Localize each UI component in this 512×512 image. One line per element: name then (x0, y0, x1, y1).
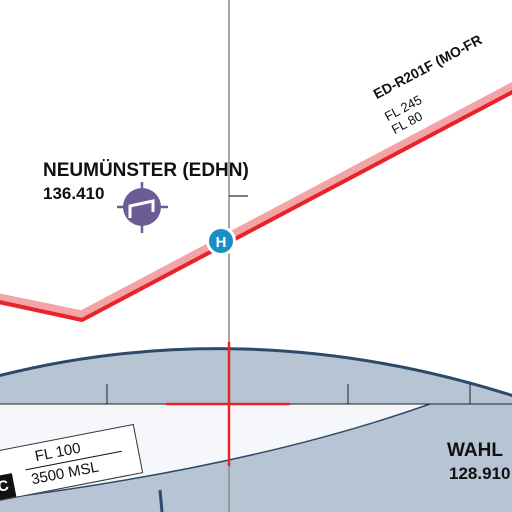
boundary-segment (158, 489, 164, 512)
airspace-class-badge: C (0, 473, 17, 501)
ctr-frequency: 128.910 (449, 464, 511, 483)
heliport-icon[interactable]: H (206, 226, 236, 256)
airfield-frequency: 136.410 (43, 184, 105, 203)
ctr-boundary-line (0, 347, 512, 398)
ctr-inner-boundary-line (0, 403, 431, 500)
airfield-symbol-icon[interactable] (117, 182, 168, 233)
airfield-name: NEUMÜNSTER (EDHN) (43, 160, 249, 181)
ctr-name: WAHL (447, 440, 503, 461)
heliport-symbol: H (216, 234, 227, 251)
restricted-area-boundary (0, 89, 512, 322)
airspace-upper-limit: FL 100 (33, 439, 83, 466)
airspace-class: C (0, 477, 11, 496)
restricted-area-halo (0, 82, 512, 322)
